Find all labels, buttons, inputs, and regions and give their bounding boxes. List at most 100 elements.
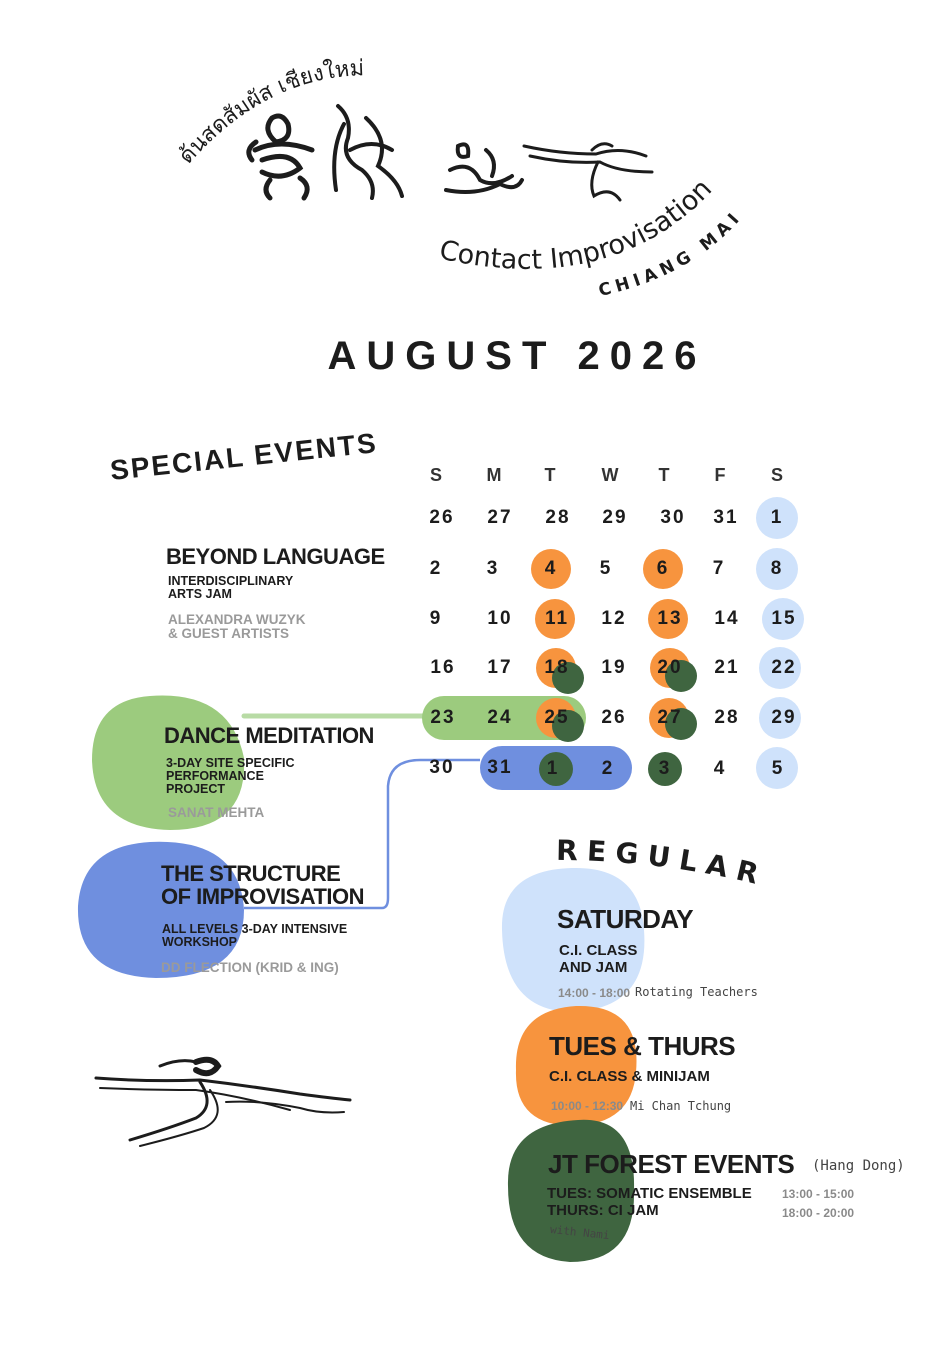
calendar-day: 3 — [486, 558, 500, 579]
calendar-day: 11 — [544, 608, 570, 629]
calendar-day: 27 — [657, 707, 683, 728]
event-subtitle-line: PERFORMANCE — [166, 769, 264, 783]
calendar-highlights — [422, 497, 804, 790]
calendar-day: 29 — [771, 707, 797, 728]
regular-teacher: Rotating Teachers — [635, 985, 758, 999]
calendar-day: 13 — [657, 608, 683, 629]
regular-teacher: Mi Chan Tchung — [630, 1099, 732, 1113]
calendar-day: 3 — [658, 758, 672, 779]
calendar-day: 25 — [544, 707, 570, 728]
calendar-day: 5 — [771, 758, 785, 779]
event-host: SANAT MEHTA — [168, 806, 264, 820]
regular-subtitle: C.I. CLASS & MINIJAM — [549, 1068, 710, 1085]
regular-subtitle-line: C.I. CLASS — [559, 942, 638, 959]
calendar-day: 7 — [712, 558, 726, 579]
calendar-day: 28 — [714, 707, 740, 728]
dark-green-blob — [507, 1119, 635, 1262]
calendar-day: 30 — [660, 507, 686, 528]
calendar-day: 22 — [771, 657, 797, 678]
event-host-line: DD FLECTION (KRID & ING) — [161, 960, 339, 975]
calendar-day: 16 — [430, 657, 456, 678]
orange-blob — [515, 1005, 637, 1126]
calendar-day: 28 — [545, 507, 571, 528]
calendar-day: 10 — [487, 608, 513, 629]
regular-location: (Hang Dong) — [812, 1158, 905, 1174]
regular-subtitle: C.I. CLASS AND JAM — [559, 942, 637, 976]
weekday-label: T — [544, 465, 556, 485]
calendar-day: 1 — [770, 507, 784, 528]
calendar-day: 5 — [599, 558, 613, 579]
event-host: DD FLECTION (KRID & ING) — [161, 961, 339, 975]
regular-title: JT FOREST EVENTS — [548, 1149, 795, 1179]
calendar-day: 26 — [429, 507, 455, 528]
event-host-line: SANAT MEHTA — [168, 805, 265, 820]
calendar-day: 15 — [771, 608, 797, 629]
weekday-label: M — [486, 465, 502, 485]
regular-time: 10:00 - 12:30 — [551, 1099, 624, 1113]
calendar-day: 17 — [487, 657, 513, 678]
event-subtitle-line: 3-DAY SITE SPECIFIC — [166, 756, 295, 770]
event-title-line: OF IMPROVISATION — [161, 884, 365, 909]
event-subtitle-line: PROJECT — [166, 782, 226, 796]
calendar-day: 31 — [487, 757, 513, 778]
event-title: DANCE MEDITATION — [164, 723, 374, 748]
event-title: BEYOND LANGUAGE — [166, 544, 385, 569]
event-subtitle: 3-DAY SITE SPECIFIC PERFORMANCE PROJECT — [166, 757, 295, 796]
calendar-day: 26 — [601, 707, 627, 728]
dancer-figure-2 — [332, 104, 404, 200]
weekday-label: S — [770, 465, 783, 485]
month-title: AUGUST 2026 — [327, 334, 707, 378]
dancer-figure-3 — [444, 142, 524, 194]
calendar-day: 4 — [544, 558, 558, 579]
calendar-day: 30 — [429, 757, 455, 778]
event-subtitle-line: INTERDISCIPLINARY — [168, 574, 294, 588]
calendar-day: 2 — [601, 758, 615, 779]
calendar-day: 21 — [714, 657, 740, 678]
calendar-day: 29 — [602, 507, 628, 528]
weekday-label: T — [658, 465, 670, 485]
calendar-day: 4 — [713, 758, 727, 779]
calendar-day: 20 — [657, 657, 683, 678]
calendar-day: 19 — [601, 657, 627, 678]
calendar-day: 6 — [656, 558, 670, 579]
calendar-day: 2 — [429, 558, 443, 579]
regular-time: 13:00 - 15:00 — [782, 1187, 855, 1201]
calendar-day: 14 — [714, 608, 740, 629]
calendar-day: 9 — [429, 608, 443, 629]
event-host-line: & GUEST ARTISTS — [168, 626, 290, 641]
blue-blob — [77, 841, 244, 978]
regular-title: TUES & THURS — [549, 1031, 736, 1061]
green-blob — [92, 695, 245, 830]
event-subtitle-line: ARTS JAM — [168, 587, 232, 601]
regular-subtitle-line: C.I. CLASS & MINIJAM — [549, 1068, 710, 1085]
calendar-day: 24 — [487, 707, 513, 728]
calendar-day: 31 — [713, 507, 739, 528]
event-title: THE STRUCTURE OF IMPROVISATION — [161, 861, 365, 909]
event-subtitle: INTERDISCIPLINARY ARTS JAM — [168, 575, 293, 601]
weekday-label: S — [429, 465, 442, 485]
regular-subtitle-line: THURS: CI JAM — [547, 1202, 659, 1219]
regular-subtitle: TUES: SOMATIC ENSEMBLE THURS: CI JAM — [547, 1185, 752, 1219]
light-blue-blob — [501, 867, 645, 1012]
regular-title: SATURDAY — [557, 904, 694, 934]
weekday-label: F — [714, 465, 726, 485]
calendar-day: 18 — [544, 657, 570, 678]
calendar-day: 1 — [546, 758, 560, 779]
dancer-figure-bottom — [94, 1056, 352, 1147]
calendar-day: 12 — [601, 608, 627, 629]
event-host-line: ALEXANDRA WUZYK — [168, 612, 306, 627]
event-subtitle-line: ALL LEVELS 3-DAY INTENSIVE — [162, 922, 348, 936]
event-host: ALEXANDRA WUZYK & GUEST ARTISTS — [168, 613, 306, 641]
weekday-label: W — [601, 465, 619, 485]
event-subtitle-line: WORKSHOP — [162, 935, 237, 949]
event-title-line: THE STRUCTURE — [161, 861, 341, 886]
calendar-day: 27 — [487, 507, 513, 528]
dancer-figure-4 — [522, 142, 654, 202]
calendar-day: 23 — [430, 707, 456, 728]
dancer-figures-logo — [246, 104, 654, 202]
dancer-figure-1 — [246, 113, 315, 201]
regular-subtitle-line: TUES: SOMATIC ENSEMBLE — [547, 1185, 752, 1202]
calendar-day: 8 — [770, 558, 784, 579]
event-subtitle: ALL LEVELS 3-DAY INTENSIVE WORKSHOP — [162, 923, 347, 949]
